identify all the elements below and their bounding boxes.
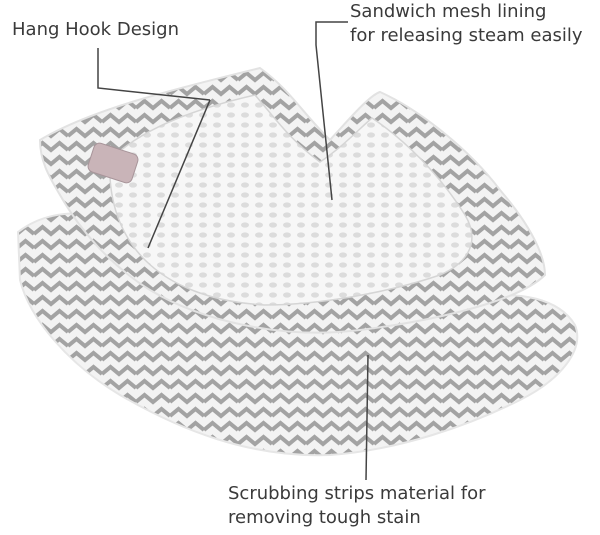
scrubbing-strips-label: Scrubbing strips material for removing t… bbox=[228, 482, 486, 530]
hang-hook-leader bbox=[97, 48, 211, 101]
mesh-lining-label: Sandwich mesh lining for releasing steam… bbox=[350, 0, 583, 48]
scrub-leader bbox=[365, 354, 369, 481]
hang-hook-label: Hang Hook Design bbox=[12, 18, 179, 42]
mesh-label-line-2: for releasing steam easily bbox=[350, 25, 583, 46]
mesh-leader bbox=[315, 21, 348, 201]
hang-hook-leader-2 bbox=[147, 99, 211, 249]
scrub-label-line-1: Scrubbing strips material for bbox=[228, 483, 486, 504]
mesh-label-line-1: Sandwich mesh lining bbox=[350, 1, 547, 22]
hang-hook-tab bbox=[87, 142, 139, 184]
mesh-lining bbox=[109, 94, 473, 306]
scrub-label-line-2: removing tough stain bbox=[228, 507, 421, 528]
hang-hook-text: Hang Hook Design bbox=[12, 19, 179, 40]
